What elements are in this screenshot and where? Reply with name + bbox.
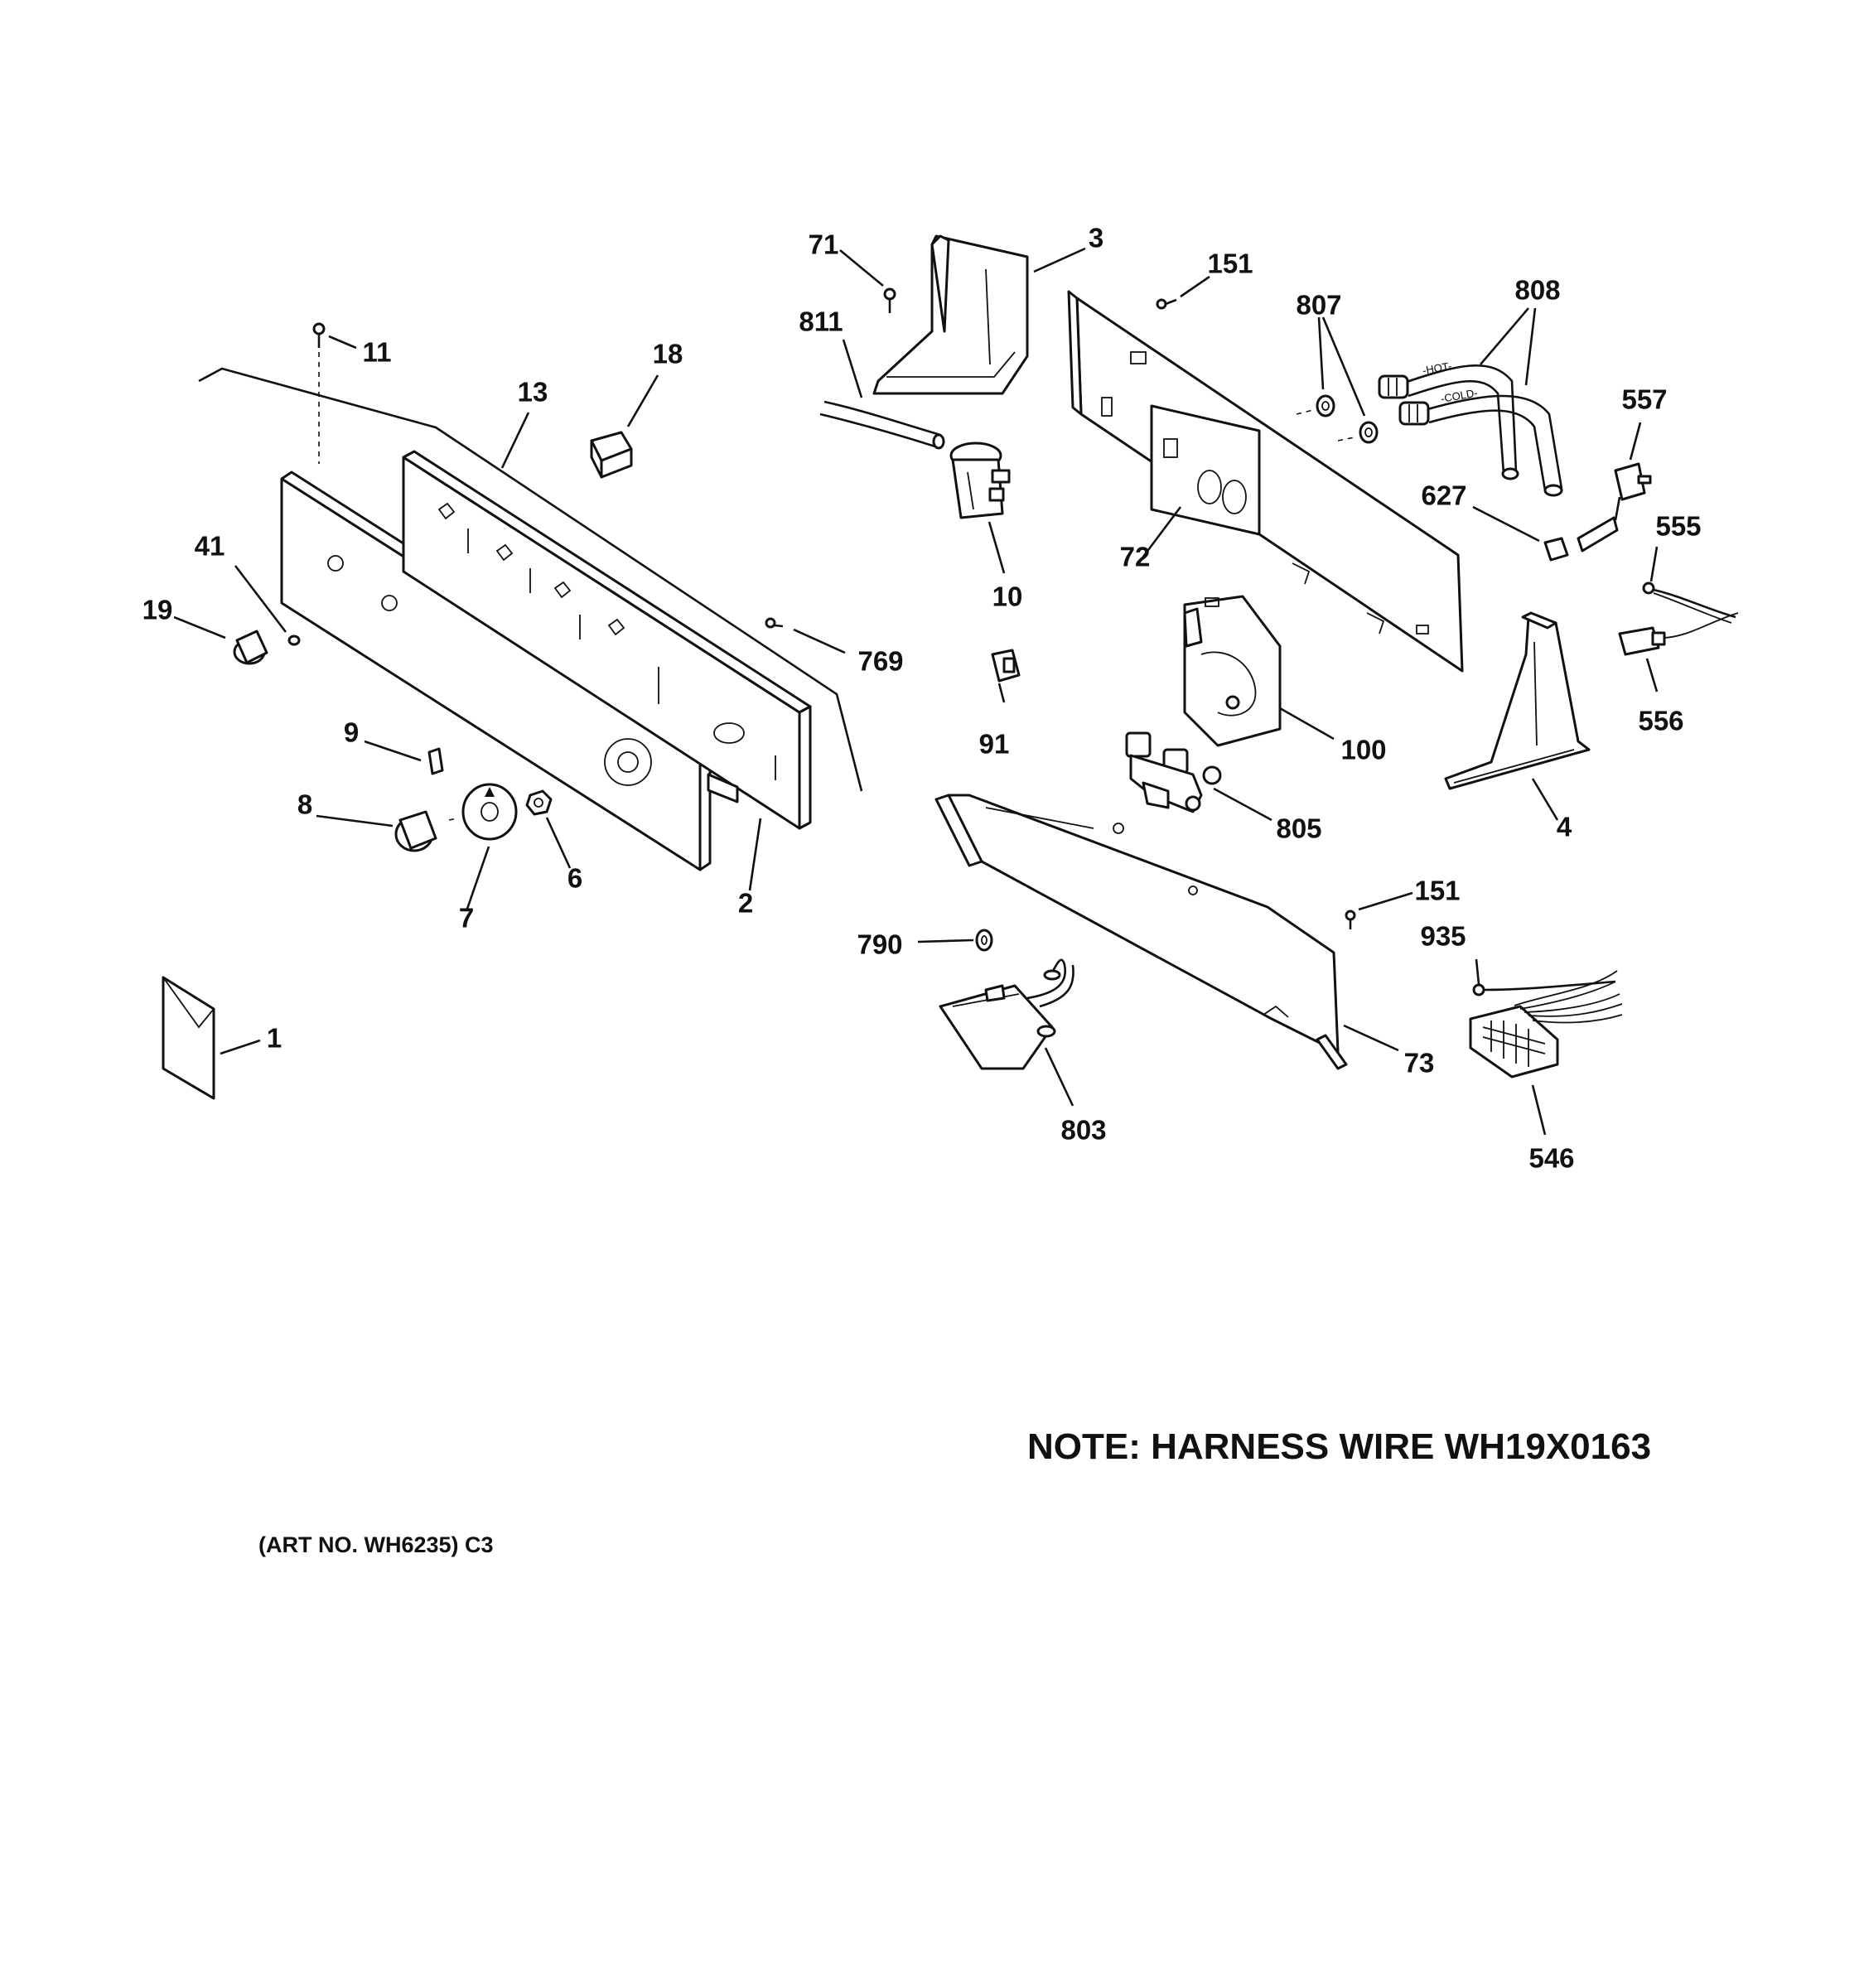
callout-556: 556 [1638,705,1684,736]
part-807-washers [1296,316,1379,444]
callout-8: 8 [297,789,313,820]
part-18-lens [590,374,659,479]
callout-808: 808 [1514,274,1561,306]
part-790-clamp [917,929,993,952]
callout-151-bottom: 151 [1414,875,1461,906]
part-41-clip [234,565,301,646]
part-803-bleach-dispenser [939,958,1074,1107]
callout-557: 557 [1621,384,1668,415]
part-805-water-valve [1125,731,1272,822]
part-19-knob [173,615,268,665]
callout-7: 7 [458,902,475,934]
part-6-nut [525,789,572,869]
callout-2: 2 [737,887,754,919]
callout-9: 9 [343,717,360,748]
callout-805: 805 [1276,813,1322,844]
callout-1: 1 [266,1022,282,1054]
callout-72: 72 [1119,541,1151,572]
callout-790: 790 [857,929,903,960]
callout-71: 71 [808,229,839,260]
part-627-grommet [1472,505,1569,562]
part-10-pressure-switch [949,442,1011,574]
callout-19: 19 [142,594,173,625]
part-555-wire [1642,546,1736,624]
part-546-harness [1469,970,1623,1136]
part-151-screw-bottom [1345,891,1413,929]
callout-546: 546 [1528,1142,1575,1174]
part-9-clip [364,740,444,775]
callout-4: 4 [1556,811,1572,842]
part-73-base-panel [934,794,1399,1070]
callout-3: 3 [1088,222,1104,253]
callout-769: 769 [857,645,904,677]
callout-807: 807 [1296,289,1342,321]
callout-10: 10 [992,581,1023,612]
part-2-control-mount [402,450,812,891]
callout-18: 18 [652,338,683,369]
part-13-control-panel-outline [198,367,863,792]
part-1-literature-envelope [162,976,261,1100]
art-number: (ART NO. WH6235) C3 [258,1532,494,1557]
callout-11: 11 [362,336,392,368]
callout-803: 803 [1060,1114,1107,1146]
part-4-end-cap [1444,611,1591,821]
callout-91: 91 [978,728,1010,760]
callout-73: 73 [1403,1047,1435,1078]
part-811-hose [819,339,945,450]
callout-100: 100 [1340,734,1387,765]
part-935-wire [1472,958,1616,996]
part-557-power-cord [1577,422,1652,552]
callout-13: 13 [517,376,548,408]
callout-627: 627 [1421,480,1467,511]
callout-935: 935 [1420,920,1466,952]
part-91-connector [991,649,1021,703]
part-72-backsplash-panel [1067,290,1464,673]
part-556-connector [1618,612,1739,692]
hose-hot-label: -HOT- [1422,359,1452,377]
part-151-screw-top [1156,275,1210,310]
callout-811: 811 [799,306,843,337]
part-7-dial [448,783,518,912]
callout-41: 41 [194,530,225,562]
part-808-inlet-hoses [1378,307,1563,497]
part-3-end-cap [872,234,1086,395]
part-11-screw [312,322,357,464]
callout-151-top: 151 [1207,248,1253,279]
part-71-screw [839,248,896,313]
part-8-knob [316,810,437,852]
harness-note: NOTE: HARNESS WIRE WH19X0163 [1027,1426,1652,1467]
callout-6: 6 [567,862,583,894]
part-769-screw [765,617,846,654]
callout-555: 555 [1655,510,1702,542]
part-100-timer [1183,595,1335,747]
